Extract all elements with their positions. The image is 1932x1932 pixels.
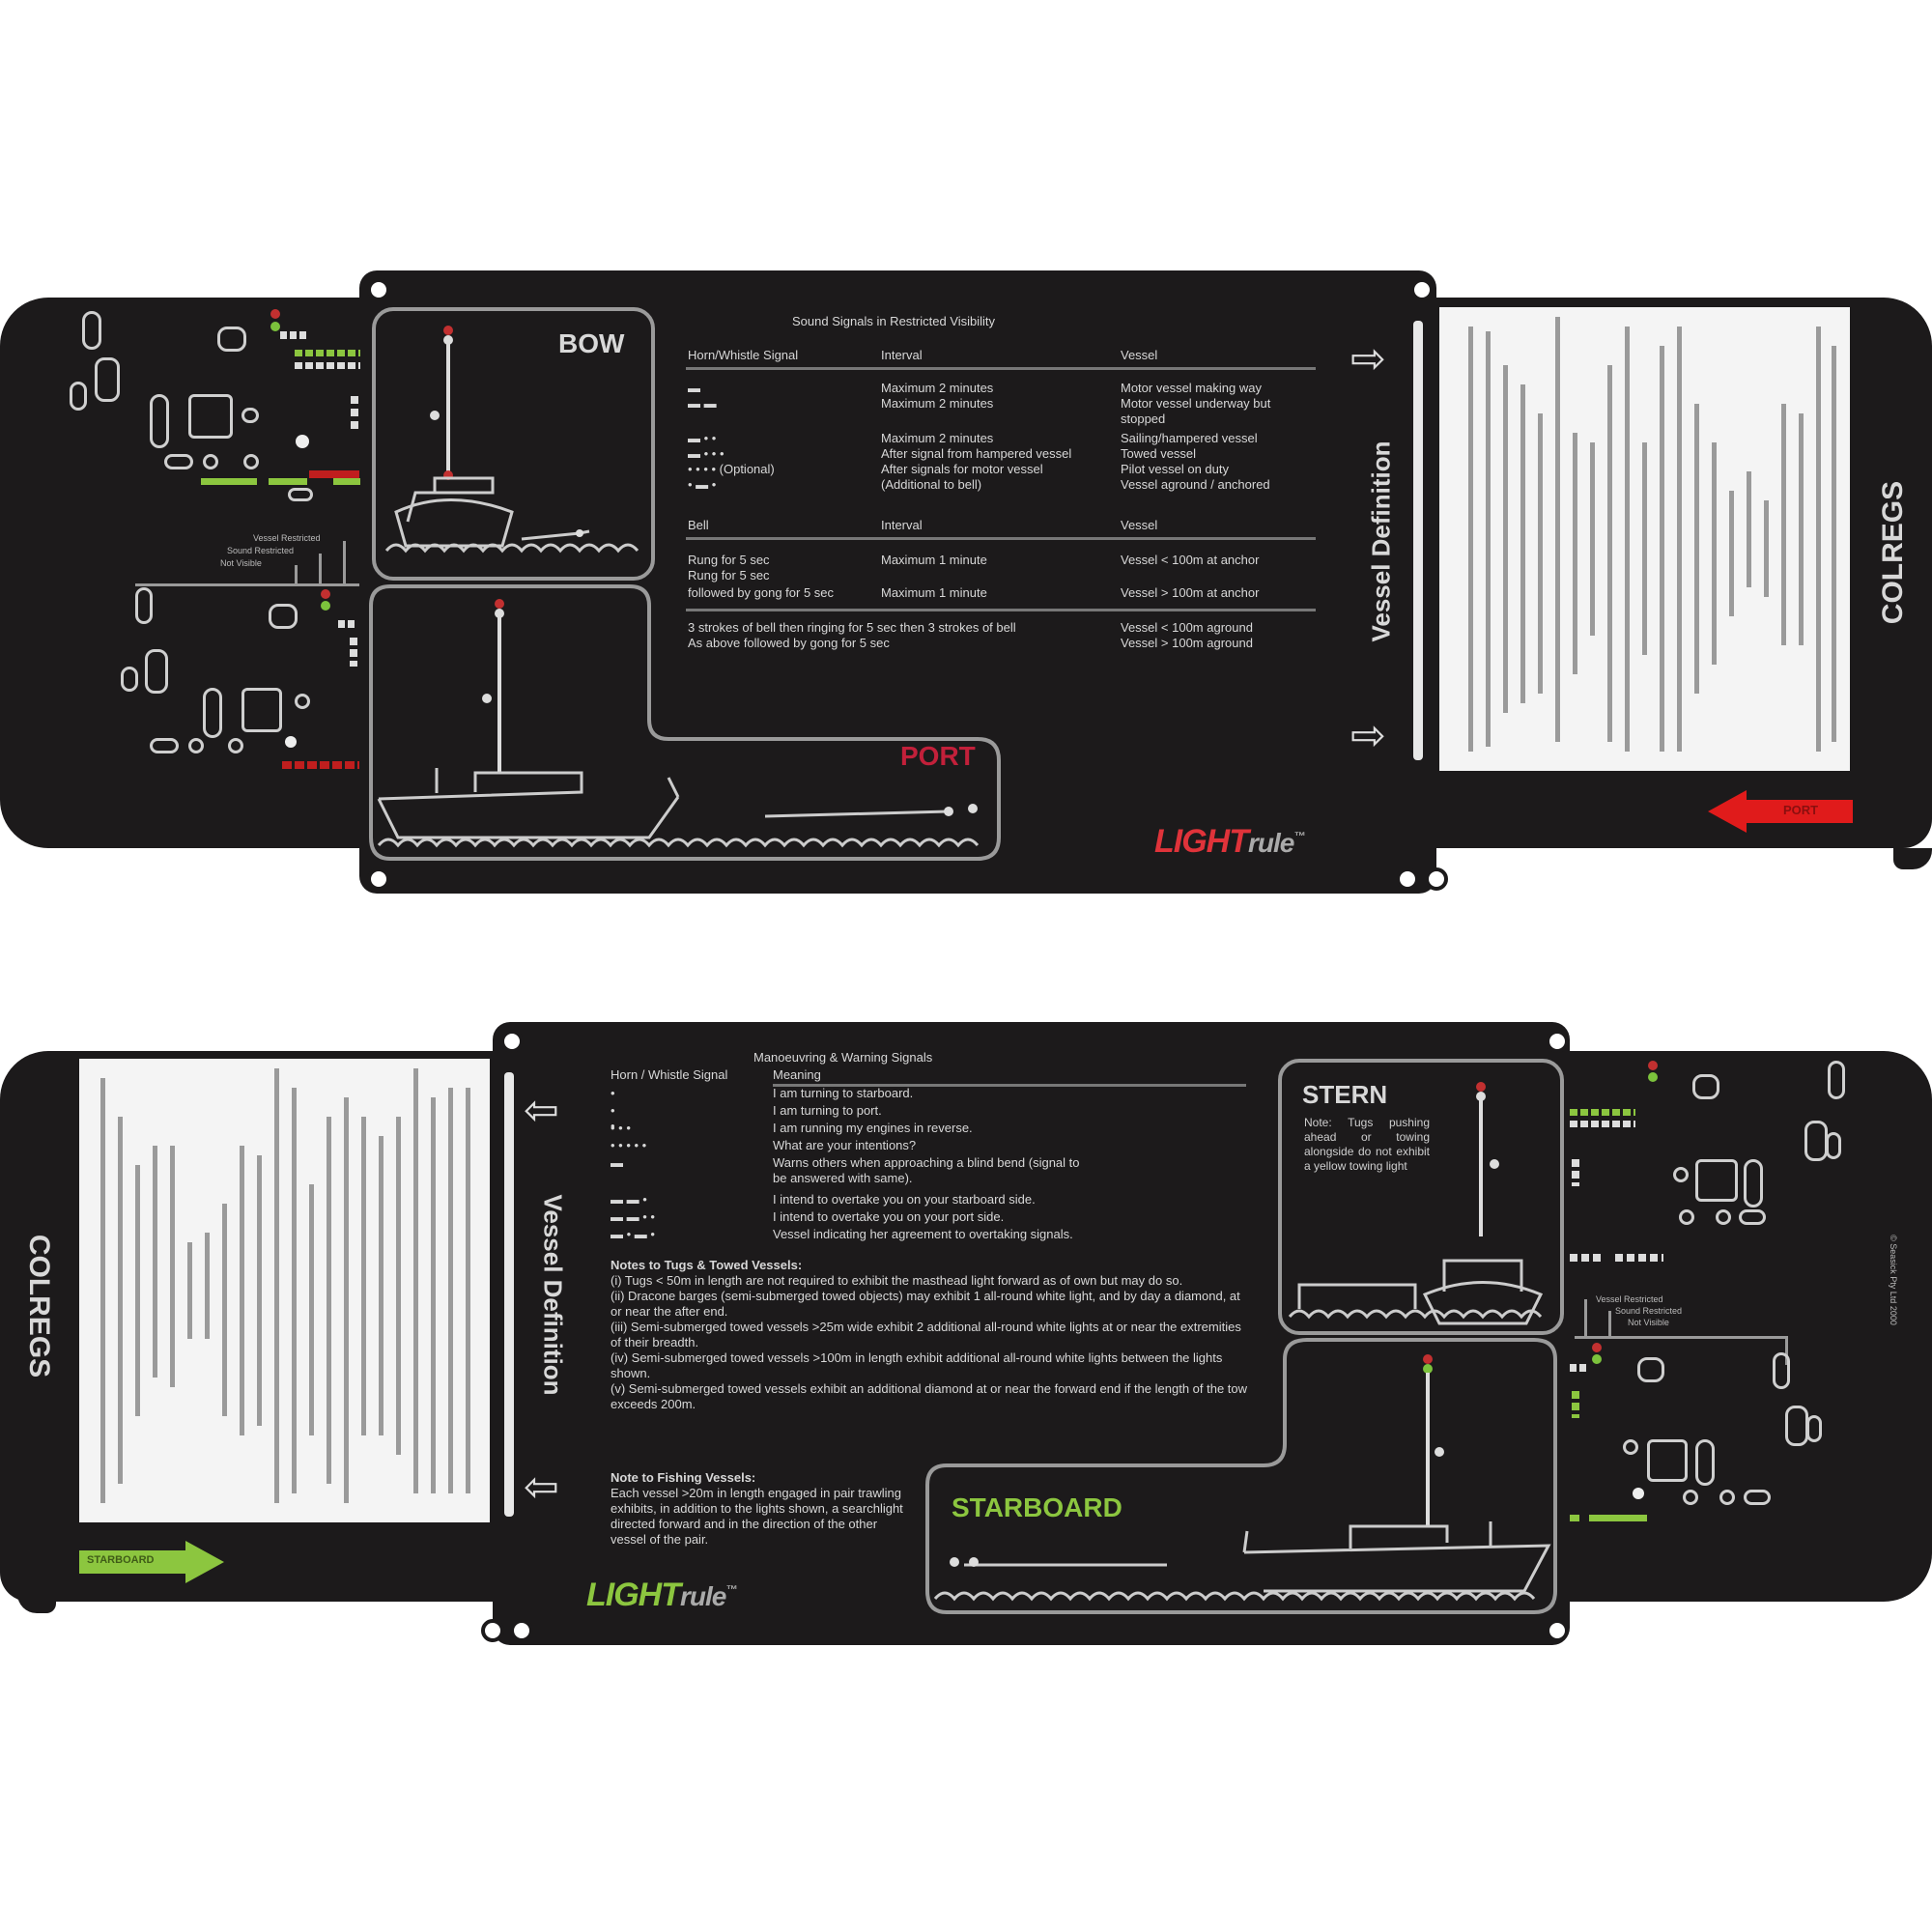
rivet-hole — [481, 1619, 504, 1642]
callout-label: Not Visible — [220, 558, 262, 568]
callout-label: Sound Restricted — [227, 546, 295, 555]
top-sleeve-tab — [1893, 848, 1932, 869]
table-header: Horn / Whistle Signal — [611, 1067, 728, 1082]
port-panel — [369, 584, 1001, 861]
fishing-notes: Note to Fishing Vessels: Each vessel >20… — [611, 1470, 905, 1548]
tug-notes: Notes to Tugs & Towed Vessels: (i) Tugs … — [611, 1258, 1248, 1412]
bow-panel — [372, 307, 655, 581]
callout-label: Sound Restricted — [1615, 1306, 1683, 1316]
copyright-text: © Seasick Pty Ltd 2000 — [1889, 1235, 1898, 1325]
vessel-definition-label: Vessel Definition — [538, 1194, 568, 1396]
table-header: Meaning — [773, 1067, 821, 1082]
logo-light: LIGHT — [1154, 823, 1249, 860]
stern-note: Note: Tugs pushing ahead or towing along… — [1304, 1116, 1430, 1173]
table-header: Vessel — [1121, 518, 1158, 532]
left-arrow-icon — [1708, 790, 1853, 833]
starboard-label: STARBOARD — [952, 1492, 1122, 1522]
table-header: Interval — [881, 348, 923, 362]
rivet-hole — [510, 1619, 533, 1642]
rivet-hole — [367, 278, 390, 301]
fishing-notes-text: Each vessel >20m in length engaged in pa… — [611, 1486, 903, 1547]
table-header: Interval — [881, 518, 923, 532]
right-arrow-icon: ⇨ — [1350, 335, 1386, 383]
tug-note-item: (v) Semi-submerged towed vessels exhibit… — [611, 1381, 1248, 1411]
table-header: Bell — [688, 518, 709, 532]
rivet-hole — [1546, 1619, 1569, 1642]
logo-rule: rule — [679, 1581, 726, 1611]
bottom-sleeve-tab — [17, 1584, 56, 1613]
logo-tm: ™ — [1293, 829, 1305, 843]
direction-arrow-label: PORT — [1783, 803, 1819, 817]
colregs-definition-window[interactable] — [1439, 307, 1850, 771]
logo-light: LIGHT — [586, 1577, 681, 1613]
callout-label: Not Visible — [1628, 1318, 1669, 1327]
port-label: PORT — [900, 741, 976, 771]
tug-note-item: (iv) Semi-submerged towed vessels >100m … — [611, 1350, 1223, 1380]
colregs-label: COLREGS — [1877, 480, 1909, 625]
tug-note-item: (i) Tugs < 50m in length are not require… — [611, 1273, 1183, 1288]
rivet-hole — [1410, 278, 1434, 301]
logo-tm: ™ — [725, 1582, 737, 1597]
tug-note-item: (iii) Semi-submerged towed vessels >25m … — [611, 1320, 1241, 1350]
stern-vessel-drawing — [1288, 1082, 1544, 1325]
slider-track[interactable] — [1413, 321, 1423, 760]
table-header: Horn/Whistle Signal — [688, 348, 799, 362]
bow-label: BOW — [558, 328, 625, 358]
table-title: Manoeuvring & Warning Signals — [753, 1050, 933, 1065]
top-slider[interactable] — [359, 270, 1436, 894]
table-title: Sound Signals in Restricted Visibility — [792, 314, 996, 328]
lightrule-logo: LIGHTrule™ — [1154, 823, 1305, 861]
lightrule-logo: LIGHTrule™ — [586, 1577, 737, 1614]
callout-label: Vessel Restricted — [253, 533, 321, 543]
table-header: Vessel — [1121, 348, 1158, 362]
slider-track[interactable] — [504, 1072, 514, 1517]
stern-panel — [1278, 1059, 1564, 1335]
colregs-label: COLREGS — [23, 1234, 55, 1378]
rivet-hole — [1546, 1030, 1569, 1053]
left-arrow-icon: ⇦ — [524, 1463, 559, 1511]
colregs-definition-window[interactable] — [79, 1059, 490, 1522]
right-arrow-icon — [79, 1541, 224, 1583]
vessel-definition-label: Vessel Definition — [1366, 440, 1396, 642]
right-arrow-icon: ⇨ — [1350, 712, 1386, 759]
tug-notes-title: Notes to Tugs & Towed Vessels: — [611, 1258, 803, 1272]
stern-label: STERN — [1302, 1080, 1388, 1109]
callout-label: Vessel Restricted — [1596, 1294, 1663, 1304]
rivet-hole — [1396, 867, 1419, 891]
left-arrow-icon: ⇦ — [524, 1087, 559, 1134]
rivet-hole — [1425, 867, 1448, 891]
direction-arrow-label: STARBOARD — [87, 1554, 155, 1566]
tug-note-item: (ii) Dracone barges (semi-submerged towe… — [611, 1289, 1240, 1319]
fishing-notes-title: Note to Fishing Vessels: — [611, 1470, 756, 1485]
top-left-sleeve — [0, 298, 386, 848]
rivet-hole — [500, 1030, 524, 1053]
logo-rule: rule — [1247, 828, 1294, 858]
rivet-hole — [367, 867, 390, 891]
starboard-panel — [925, 1338, 1557, 1614]
bow-vessel-drawing — [384, 326, 639, 554]
